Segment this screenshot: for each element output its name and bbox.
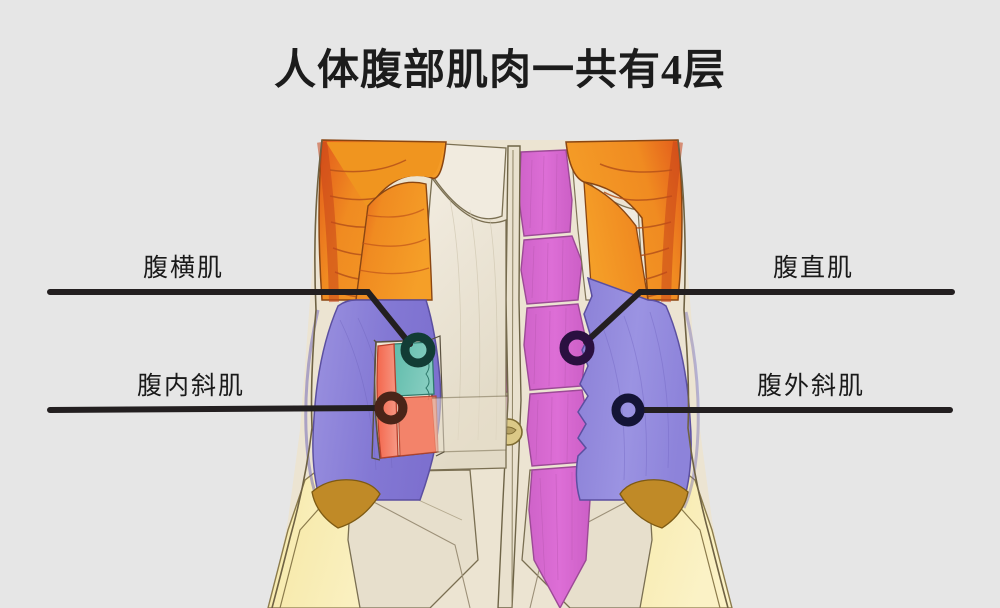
page-title: 人体腹部肌肉一共有4层 <box>273 48 726 94</box>
leader-line-transverse-abdominis <box>47 289 436 368</box>
label-internal-oblique: 腹内斜肌 <box>137 373 246 400</box>
external-oblique-right <box>575 276 700 509</box>
iliac-crest <box>311 479 689 529</box>
leader-lines <box>47 289 955 427</box>
label-rectus-abdominis: 腹直肌 <box>773 255 855 282</box>
torso-outline <box>271 139 729 608</box>
label-external-oblique: 腹外斜肌 <box>757 373 866 400</box>
label-transverse-abdominis: 腹横肌 <box>143 255 225 282</box>
serratus-anterior-left <box>317 139 447 303</box>
leader-line-internal-oblique <box>47 391 408 425</box>
leader-line-rectus-abdominis <box>559 289 955 366</box>
leader-line-external-oblique <box>611 393 953 427</box>
linea-alba <box>497 145 522 608</box>
serratus-anterior-right <box>565 139 683 303</box>
